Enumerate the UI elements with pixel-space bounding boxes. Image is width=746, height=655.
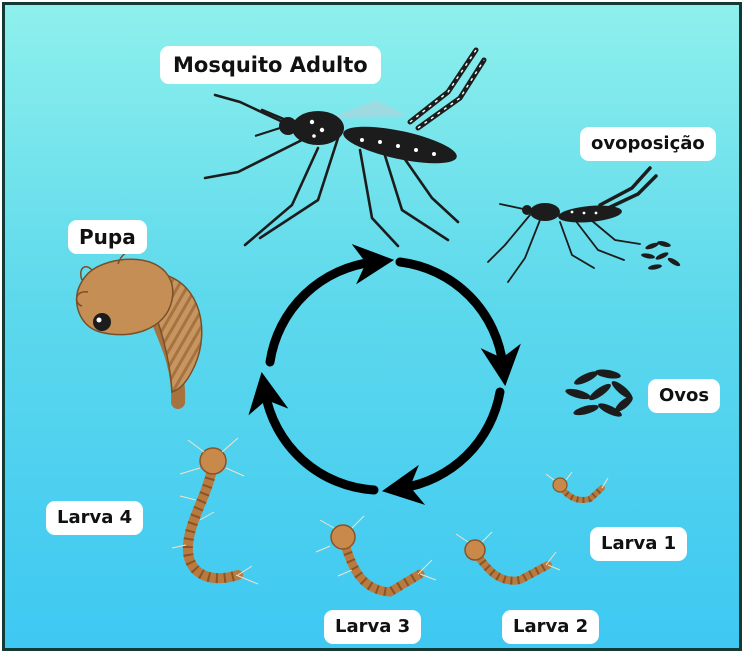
label-larva-3: Larva 3 [324, 610, 421, 644]
ovipositing-mosquito-illustration [488, 168, 656, 282]
larva-2-illustration [456, 532, 560, 581]
cycle-arrow-adult-to-eggs [400, 262, 503, 366]
cycle-arrow-pupa-to-adult [270, 262, 374, 362]
cycle-arrow-larva-to-pupa [265, 392, 374, 490]
cycle-arrows [265, 262, 503, 490]
larva-1-illustration [546, 472, 608, 500]
larva-3-illustration [316, 516, 436, 592]
larva-4-illustration [172, 438, 258, 584]
label-adult-mosquito: Mosquito Adulto [160, 46, 381, 84]
cycle-arrow-eggs-to-larva [402, 392, 500, 488]
label-pupa: Pupa [68, 220, 147, 254]
pupa-illustration [77, 251, 202, 403]
label-eggs: Ovos [648, 379, 720, 413]
label-larva-2: Larva 2 [502, 610, 599, 644]
label-larva-1: Larva 1 [590, 527, 687, 561]
egg-cluster-illustration [564, 368, 635, 419]
label-oviposition: ovoposição [580, 127, 716, 161]
small-egg-cluster [641, 240, 682, 271]
label-larva-4: Larva 4 [46, 501, 143, 535]
